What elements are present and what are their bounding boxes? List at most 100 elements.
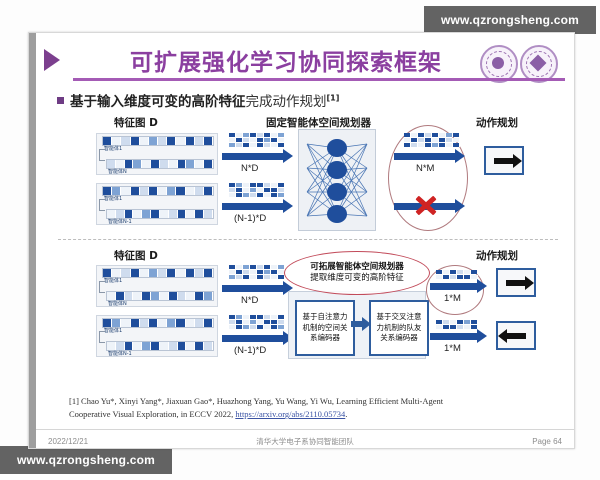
bottom-output-strip-2	[436, 320, 478, 329]
bottom-feature-map-header: 特征图 D	[114, 250, 158, 262]
top-feature-group-2: 智能体1 智能体N-1	[96, 183, 218, 225]
bottom-agent-label-first: 智能体1	[104, 328, 123, 334]
group-brace	[99, 199, 105, 211]
bottom-arrow-1	[222, 281, 293, 295]
watermark-bottom: www.qzrongsheng.com	[0, 446, 172, 474]
group-brace	[99, 331, 105, 343]
top-output-arrow-1	[394, 149, 465, 163]
feature-row-agent-first	[102, 186, 214, 196]
callout-line-2: 提取维度可变的高阶特征	[310, 273, 404, 283]
top-token-strip-1	[229, 133, 285, 147]
logo-ring	[526, 51, 552, 77]
slide: 可扩展强化学习协同探索框架 基于输入维度可变的高阶特征完成动作规划[1] 特征图…	[28, 32, 575, 449]
top-feature-map-header: 特征图 D	[114, 117, 158, 129]
group-brace	[99, 281, 105, 293]
page-title: 可扩展强化学习协同探索框架	[130, 50, 442, 76]
top-output-circle	[388, 125, 468, 231]
self-attention-encoder-box: 基于自注意力机制的空间关系编码器	[295, 300, 355, 356]
footer-date: 2022/12/21	[48, 436, 89, 446]
bottom-output-strip-1	[436, 270, 478, 279]
top-agent-label-first: 智能体1	[104, 146, 123, 152]
bottom-output-dim-2: 1*M	[444, 343, 461, 354]
reference-line-1: [1] Chao Yu*, Xinyi Yang*, Jiaxuan Gao*,…	[69, 396, 444, 406]
feature-row-agent-first	[102, 318, 214, 328]
feature-row-agent-last	[106, 291, 214, 301]
watermark-bottom-text: www.qzrongsheng.com	[16, 453, 156, 467]
bottom-output-dim-1: 1*M	[444, 293, 461, 304]
subtitle-superscript: [1]	[326, 93, 340, 103]
section-divider	[58, 239, 558, 240]
reference-link[interactable]: https://arxiv.org/abs/2110.05734	[235, 409, 346, 420]
feature-row-agent-last	[106, 159, 214, 169]
feature-row-agent-first	[102, 268, 214, 278]
title-underline	[73, 78, 565, 81]
feature-row-agent-last	[106, 341, 214, 351]
top-planner-header: 固定智能体空间规划器	[266, 117, 371, 129]
university-seal-logo-icon	[480, 45, 518, 83]
bottom-token-strip-1	[229, 265, 285, 279]
university-diamond-logo-icon	[520, 45, 558, 83]
top-dim-label-2: (N-1)*D	[234, 213, 267, 224]
top-output-dim: N*M	[416, 163, 435, 174]
top-dim-label-1: N*D	[241, 163, 259, 174]
callout-line-1: 可拓展智能体空间规划器	[310, 261, 404, 272]
footer-page-number: Page 64	[532, 436, 562, 446]
bottom-output-arrow-1	[430, 279, 487, 293]
bottom-dim-label-1: N*D	[241, 295, 259, 306]
watermark-top-text: www.qzrongsheng.com	[440, 13, 580, 27]
slide-footer: 2022/12/21 清华大学电子系协同智能团队 Page 64	[36, 433, 574, 449]
arrow-right-icon	[494, 153, 522, 168]
feature-row-agent-first	[102, 136, 214, 146]
top-action-box	[484, 146, 524, 175]
top-agent-label-last: 智能体N	[108, 169, 127, 175]
diagram-area: 特征图 D 固定智能体空间规划器 动作规划 智能体1 智能体N	[36, 113, 574, 388]
triangle-bullet-icon	[44, 49, 60, 71]
watermark-top: www.qzrongsheng.com	[424, 6, 596, 34]
red-x-invalid-icon	[414, 193, 438, 217]
bottom-feature-group-1: 智能体1 智能体N	[96, 265, 218, 307]
bottom-arrow-2	[222, 331, 293, 345]
reference-line-2-post: .	[345, 409, 348, 420]
subtitle-bold: 基于输入维度可变的高阶特征	[70, 94, 246, 110]
top-feature-group-1: 智能体1 智能体N	[96, 133, 218, 175]
logo-core	[492, 57, 504, 69]
bottom-agent-label-first: 智能体1	[104, 278, 123, 284]
bottom-output-arrow-2	[430, 329, 487, 343]
top-action-header: 动作规划	[476, 117, 518, 129]
encoder-flow-arrow	[351, 317, 371, 331]
top-output-strip	[404, 133, 460, 147]
fixed-planner-network	[298, 129, 376, 231]
top-arrow-2	[222, 199, 293, 213]
subtitle-row: 基于输入维度可变的高阶特征完成动作规划[1]	[57, 90, 527, 110]
group-brace	[99, 149, 105, 161]
top-agent-label-first: 智能体1	[104, 196, 123, 202]
bottom-feature-group-2: 智能体1 智能体N-1	[96, 315, 218, 357]
bottom-action-box-2	[496, 321, 536, 350]
cross-attention-encoder-box: 基于交叉注意力机制的队友关系编码器	[369, 300, 429, 356]
bottom-agent-label-last: 智能体N-1	[108, 351, 132, 357]
bottom-dim-label-2: (N-1)*D	[234, 345, 267, 356]
arrow-right-icon	[506, 275, 534, 290]
top-arrow-1	[222, 149, 293, 163]
top-token-strip-2	[229, 183, 285, 197]
slide-left-spine	[29, 33, 36, 448]
reference-line-2: Cooperative Visual Exploration, in ECCV …	[69, 408, 549, 421]
slide-title-row: 可扩展强化学习协同探索框架	[36, 37, 574, 83]
bottom-action-header: 动作规划	[476, 250, 518, 262]
subtitle-light: 完成动作规划	[245, 94, 327, 110]
logo-ring	[486, 51, 512, 77]
feature-row-agent-last	[106, 209, 214, 219]
reference-citation: [1] Chao Yu*, Xinyi Yang*, Jiaxuan Gao*,…	[69, 395, 549, 425]
scalable-planner-panel: 基于自注意力机制的空间关系编码器 基于交叉注意力机制的队友关系编码器	[288, 291, 429, 359]
arrow-left-icon	[498, 328, 526, 343]
scalable-planner-callout: 可拓展智能体空间规划器 提取维度可变的高阶特征	[284, 251, 430, 295]
square-bullet-icon	[57, 96, 64, 104]
reference-line-2-pre: Cooperative Visual Exploration, in ECCV …	[69, 409, 236, 420]
neural-network-icon	[306, 139, 368, 223]
top-agent-label-last: 智能体N-1	[108, 219, 132, 225]
bottom-action-box-1	[496, 268, 536, 297]
bottom-agent-label-last: 智能体N	[108, 301, 127, 307]
footer-rule	[36, 429, 574, 430]
footer-org: 清华大学电子系协同智能团队	[256, 436, 354, 446]
